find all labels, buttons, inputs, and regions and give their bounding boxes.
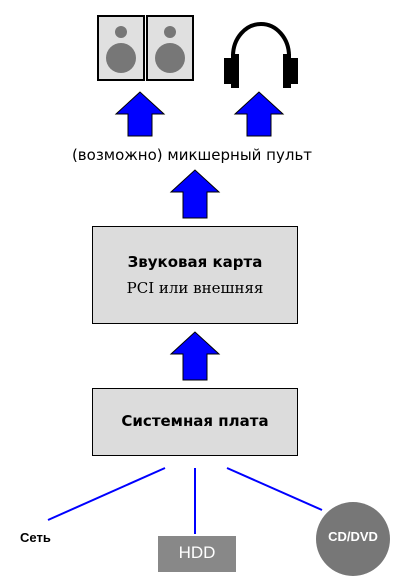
speakers-icon [97, 15, 194, 81]
sound-card-title: Звуковая карта [127, 253, 263, 271]
hdd-label: HDD [178, 543, 216, 562]
arrow-up-icon [169, 169, 221, 219]
arrow-up-icon [114, 91, 166, 137]
sound-card-subtitle: PCI или внешняя [126, 279, 264, 297]
cd-dvd-label: CD/DVD [328, 529, 378, 544]
network-connector-line [47, 467, 166, 521]
arrow-up-icon [233, 91, 285, 137]
headphones-icon [224, 22, 298, 88]
cd-connector-line [226, 467, 323, 511]
mixer-label: (возможно) микшерный пульт [71, 146, 313, 164]
speaker-right [146, 15, 194, 81]
motherboard-box: Системная плата [92, 388, 298, 456]
sound-card-box: Звуковая карта PCI или внешняя [92, 226, 298, 324]
motherboard-title: Системная плата [121, 412, 269, 430]
network-label: Сеть [20, 530, 51, 545]
hdd-device: HDD [158, 536, 236, 572]
cd-dvd-device: CD/DVD [316, 502, 390, 576]
speaker-left [97, 15, 145, 81]
arrow-up-icon [169, 331, 221, 381]
